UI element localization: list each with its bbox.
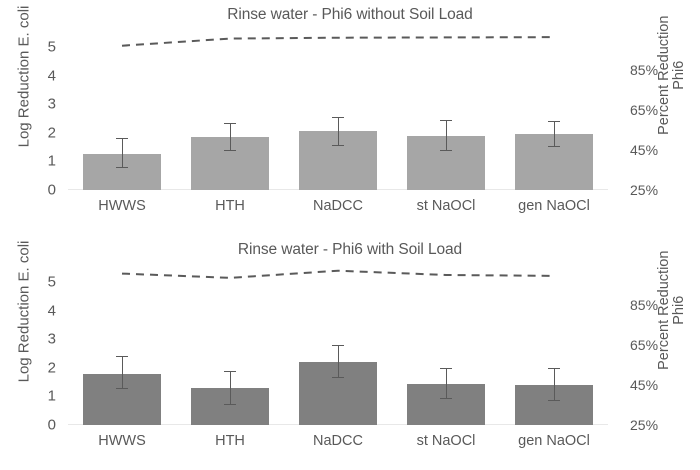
error-bar-cap-top — [440, 367, 452, 369]
y-axis-title-left-top: Log Reduction E. coli — [15, 5, 33, 148]
error-bar — [548, 121, 560, 148]
y-axis-tick-label-right: 45% — [630, 142, 659, 158]
y-axis-tick-label-left: 2 — [47, 124, 56, 142]
y-axis-title-left-bottom: Log Reduction E. coli — [15, 240, 33, 383]
error-bar-cap-top — [440, 120, 452, 121]
y-axis-tick-label-right: 65% — [630, 337, 659, 353]
y-axis-tick-label-left: 2 — [47, 359, 56, 377]
error-bar — [224, 122, 236, 152]
error-bar — [224, 370, 236, 405]
bar-group[interactable]: st NaOCl — [392, 30, 500, 214]
error-bar — [440, 120, 452, 152]
error-bar-cap-bottom — [332, 144, 344, 146]
bar-group[interactable]: HWWS — [68, 30, 176, 214]
bar-group[interactable]: HTH — [176, 30, 284, 214]
plot-area-bottom: 0 1 2 3 4 5 25% 45% 65% 85% HWWS HTH NaDCC st NaOCl ge… — [48, 265, 658, 449]
y-axis-tick-label-left: 1 — [47, 152, 56, 170]
bar-group[interactable]: NaDCC — [284, 265, 392, 449]
bar-group[interactable]: HTH — [176, 265, 284, 449]
plot-area-top: 0 1 2 3 4 5 25% 45% 65% 85% HWWS HTH NaDCC st NaOCl ge… — [48, 30, 658, 214]
error-bar-cap-top — [332, 117, 344, 119]
x-axis-tick-label: HTH — [215, 433, 245, 449]
y-axis-tick-label-left: 3 — [47, 95, 56, 113]
chart-title-bottom: Rinse water - Phi6 with Soil Load — [237, 241, 463, 258]
error-bar — [332, 345, 344, 378]
error-bar — [116, 138, 128, 168]
x-axis-tick-label: gen NaOCl — [518, 433, 590, 449]
x-axis-tick-label: st NaOCl — [416, 433, 476, 449]
error-bar-cap-top — [116, 356, 128, 358]
y-axis-tick-label-left: 3 — [47, 330, 56, 348]
y-axis-tick-label-right: 25% — [630, 417, 659, 433]
error-bar — [116, 356, 128, 390]
y-axis-tick-label-left: 5 — [47, 38, 56, 56]
error-bar-cap-top — [224, 370, 236, 372]
error-bar-cap-bottom — [440, 150, 452, 152]
y-axis-title-right-top: Percent Reduction Phi6 — [655, 15, 687, 135]
y-axis-tick-label-right: 25% — [630, 182, 659, 198]
chart-title-top: Rinse water - Phi6 without Soil Load — [227, 6, 473, 23]
error-bar-cap-bottom — [116, 167, 128, 168]
bar-group[interactable]: gen NaOCl — [500, 265, 608, 449]
y-axis-tick-label-right: 45% — [630, 377, 659, 393]
y-axis-tick-label-right: 65% — [630, 102, 659, 118]
bar-group[interactable]: st NaOCl — [392, 265, 500, 449]
error-bar-cap-top — [224, 122, 236, 124]
error-bar-cap-top — [332, 345, 344, 346]
error-bar-cap-top — [548, 121, 560, 123]
y-axis-tick-label-left: 1 — [47, 387, 56, 405]
chart-panel-without-soil-load: Rinse water - Phi6 without Soil Load Log… — [15, 5, 688, 214]
error-bar — [548, 367, 560, 401]
error-bar-cap-bottom — [116, 388, 128, 390]
error-bar-cap-top — [116, 138, 128, 139]
error-bar-cap-bottom — [224, 150, 236, 152]
error-bar-cap-top — [548, 367, 560, 369]
error-bar — [332, 117, 344, 146]
bar-group[interactable]: HWWS — [68, 265, 176, 449]
y-axis-tick-label-left: 0 — [47, 181, 56, 199]
y-axis-tick-label-left: 5 — [47, 273, 56, 291]
y-axis-tick-label-left: 0 — [47, 416, 56, 434]
x-axis-tick-label: NaDCC — [313, 433, 363, 449]
x-axis-tick-label: HWWS — [98, 433, 146, 449]
x-axis-tick-label: NaDCC — [313, 198, 363, 214]
y-axis-title-right-bottom: Percent Reduction Phi6 — [655, 250, 687, 370]
bar-group[interactable]: NaDCC — [284, 30, 392, 214]
y-axis-tick-label-left: 4 — [47, 302, 56, 320]
x-axis-tick-label: HTH — [215, 198, 245, 214]
error-bar-cap-bottom — [440, 398, 452, 400]
error-bar-cap-bottom — [224, 403, 236, 405]
error-bar-cap-bottom — [332, 376, 344, 378]
y-axis-tick-label-right: 85% — [630, 62, 659, 78]
error-bar-cap-bottom — [548, 399, 560, 401]
bar-group[interactable]: gen NaOCl — [500, 30, 608, 214]
chart-panel-with-soil-load: Rinse water - Phi6 with Soil Load Log Re… — [0, 235, 700, 470]
y-axis-tick-label-left: 4 — [47, 67, 56, 85]
x-axis-tick-label: gen NaOCl — [518, 198, 590, 214]
y-axis-tick-label-right: 85% — [630, 297, 659, 313]
error-bar — [440, 367, 452, 400]
x-axis-tick-label: HWWS — [98, 198, 146, 214]
x-axis-tick-label: st NaOCl — [416, 198, 476, 214]
error-bar-cap-bottom — [548, 146, 560, 148]
